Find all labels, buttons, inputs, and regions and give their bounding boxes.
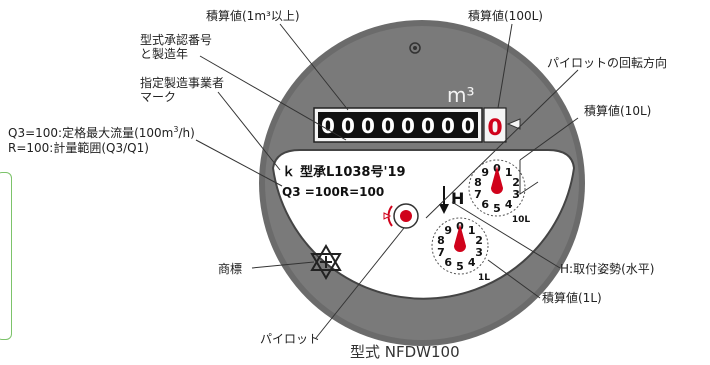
counter-digit: 0 [441, 114, 455, 138]
trademark-icon [310, 244, 342, 280]
label-type-approval-1: 型式承認番号 [140, 33, 213, 47]
dial-number: 4 [468, 256, 476, 269]
dial-number: 8 [437, 234, 445, 247]
dial-number: 6 [481, 198, 489, 211]
leader-lines [195, 23, 579, 339]
dial-number: 3 [475, 246, 483, 259]
pointer-icon [506, 118, 521, 130]
dial-number: 7 [437, 246, 445, 259]
dial-number: 4 [505, 198, 513, 211]
dial-number: 2 [512, 176, 520, 189]
dial-number: 1 [505, 166, 513, 179]
screw-icon [409, 42, 421, 54]
dial-number: 8 [474, 176, 482, 189]
counter-digit: 0 [321, 114, 335, 138]
label-r: R=100:計量範囲(Q3/Q1) [8, 141, 149, 155]
counter-digit: 0 [361, 114, 375, 138]
label-trademark: 商標 [218, 262, 243, 276]
dial-label: 10L [512, 215, 531, 225]
counter-digit: 0 [421, 114, 435, 138]
label-maker-mark-1: 指定製造事業者 [140, 76, 225, 90]
unit-label: m³ [447, 83, 475, 107]
label-pilot-direction: パイロットの回転方向 [547, 56, 668, 70]
dial-number: 7 [474, 188, 482, 201]
pilot-center [400, 210, 412, 222]
label-cumulative-100L: 積算値(100L) [468, 9, 543, 23]
model-name: 型式 NFDW100 [350, 343, 460, 361]
counter-digit: 0 [381, 114, 395, 138]
dial-number: 6 [444, 256, 452, 269]
counter-digit: 0 [461, 114, 475, 138]
label-q3: Q3=100:定格最大流量(100m3/h) [8, 125, 195, 141]
note-frame [0, 172, 12, 340]
label-cumulative-1L: 積算値(1L) [542, 291, 602, 305]
dial-number: 2 [475, 234, 483, 247]
dial-pointer-icon [491, 166, 503, 194]
approval-code: 型承L1038号'19 [300, 164, 406, 180]
label-maker-mark-2: マーク [140, 90, 177, 104]
red-digit-frame [483, 107, 507, 143]
q3-marking: Q3 =100R=100 [282, 185, 384, 199]
dial-pointer-icon [454, 224, 466, 252]
maker-mark-icon: ｋ [282, 165, 295, 180]
label-type-approval-2: と製造年 [140, 47, 189, 61]
dial-1L: 12345678901L [431, 217, 490, 283]
dial-10L: 123456789010L [468, 159, 531, 225]
label-pilot: パイロット [260, 332, 321, 346]
counter-window [318, 112, 478, 138]
label-cumulative-1m3: 積算値(1m³以上) [206, 9, 300, 23]
dial-number: 9 [444, 224, 452, 237]
dial-label: 1L [478, 273, 490, 283]
dial-number: 5 [493, 202, 501, 215]
label-mounting: H:取付姿勢(水平) [560, 262, 655, 276]
counter-digit: 0 [341, 114, 355, 138]
counter-digit: 0 [401, 114, 415, 138]
dial-number: 5 [456, 260, 464, 273]
label-cumulative-10L: 積算値(10L) [584, 104, 652, 118]
dial-number: 9 [481, 166, 489, 179]
red-digit: 0 [487, 116, 502, 141]
dial-number: 1 [468, 224, 476, 237]
dial-number: 3 [512, 188, 520, 201]
